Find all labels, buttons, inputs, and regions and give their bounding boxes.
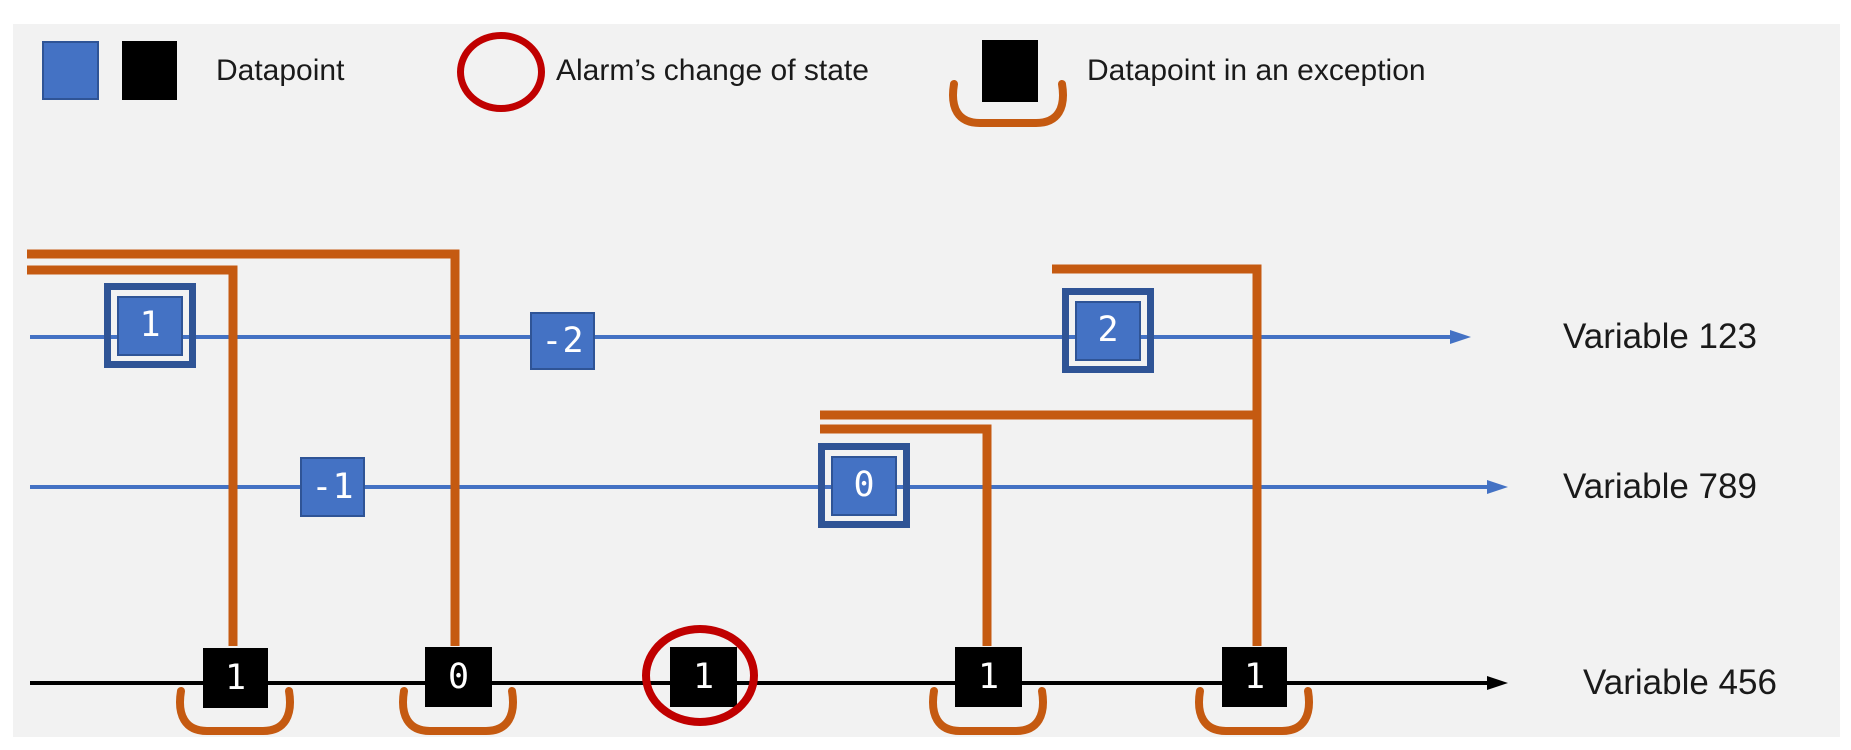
exception-connector-5 [820, 424, 992, 646]
timeline-variable-789 [30, 480, 1508, 494]
datapoint-value: 1 [977, 656, 1000, 697]
arrowhead-icon [1450, 330, 1471, 344]
datapoint-value: 0 [447, 656, 470, 697]
datapoint-value: 1 [139, 305, 161, 345]
datapoint-var123-1-exception-box: 1 [104, 283, 196, 368]
arrowhead-icon [1487, 480, 1508, 494]
exception-bracket-1 [176, 687, 294, 735]
legend-exception-bracket-icon [949, 80, 1067, 127]
timeline-label-variable-789: Variable 789 [1563, 467, 1757, 506]
datapoint-var456-0: 0 [425, 647, 492, 707]
datapoint-var123-2: 2 [1075, 300, 1141, 361]
timeline-label-variable-456: Variable 456 [1583, 663, 1777, 702]
exception-connectors [27, 249, 1262, 646]
datapoint-value: 1 [224, 657, 247, 698]
exception-connector-1 [27, 249, 460, 646]
exception-bracket-2 [399, 687, 517, 735]
legend-blue-datapoint-swatch [42, 41, 99, 100]
legend-label-datapoint: Datapoint [216, 54, 345, 87]
exception-bracket-3 [929, 687, 1047, 735]
timeline-label-variable-123: Variable 123 [1563, 317, 1757, 356]
diagram-panel [13, 24, 1840, 737]
legend-alarm-ellipse-icon [457, 32, 545, 112]
datapoint-var789-0-exception-box: 0 [818, 443, 910, 528]
datapoint-value: 1 [1243, 656, 1266, 697]
datapoint-var456-1d: 1 [1222, 647, 1287, 707]
exception-bracket-4 [1195, 687, 1313, 735]
legend-label-exception: Datapoint in an exception [1087, 54, 1426, 87]
exception-connector-3 [1052, 264, 1262, 646]
datapoint-value: -2 [541, 320, 584, 361]
datapoint-value: 0 [853, 465, 875, 505]
alarm-change-ellipse-icon [642, 625, 758, 726]
legend-black-datapoint-swatch [122, 41, 177, 100]
legend-exception-datapoint-swatch [982, 40, 1038, 102]
datapoint-value: 2 [1097, 310, 1119, 350]
timeline-variable-123 [30, 330, 1471, 344]
datapoint-var789-0: 0 [831, 455, 897, 516]
exception-connector-2 [27, 265, 238, 646]
datapoint-var123-1: 1 [117, 295, 183, 356]
datapoint-var789-neg1: -1 [300, 457, 365, 517]
datapoint-var456-1c: 1 [955, 647, 1022, 707]
datapoint-var123-neg2: -2 [530, 312, 595, 370]
datapoint-value: -1 [311, 466, 354, 507]
arrowhead-icon [1487, 676, 1508, 690]
datapoint-var456-1a: 1 [203, 648, 268, 708]
exception-brackets [176, 80, 1313, 735]
legend-label-alarm: Alarm’s change of state [556, 54, 869, 87]
datapoint-var123-2-exception-box: 2 [1062, 288, 1154, 373]
